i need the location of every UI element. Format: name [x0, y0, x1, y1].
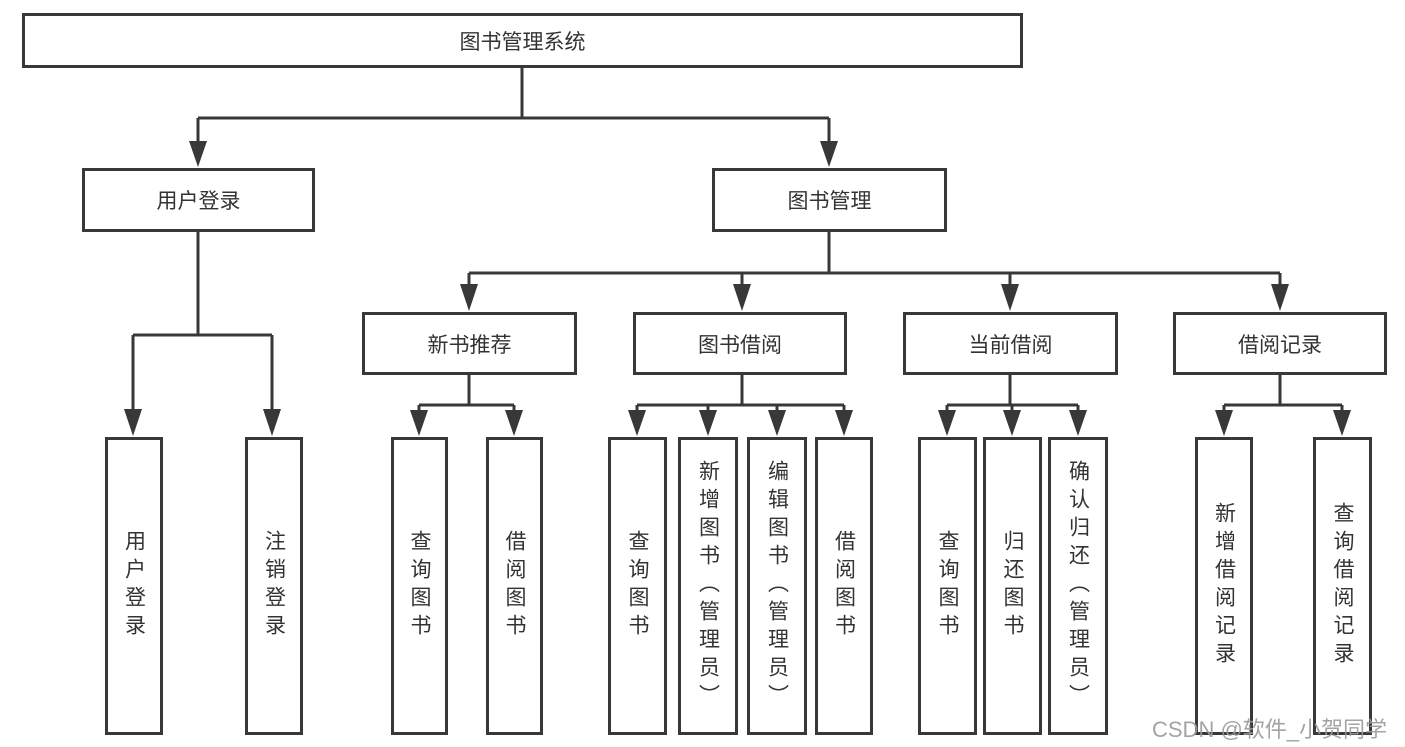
node-label: 新增借阅记录 — [1212, 502, 1236, 670]
leaf-edit-books-admin: 编辑图书（管理员） — [747, 437, 807, 735]
node-label: 查询借阅记录 — [1331, 502, 1354, 670]
node-label: 图书借阅 — [698, 333, 782, 357]
node-label: 图书管理 — [787, 190, 872, 213]
node-new-book-recommend: 新书推荐 — [362, 312, 577, 375]
node-label: 图书管理系统 — [459, 30, 586, 54]
node-label: 借阅图书 — [832, 530, 856, 642]
node-label: 新书推荐 — [427, 333, 512, 357]
node-label: 注销登录 — [262, 530, 286, 642]
leaf-query-borrow-record: 查询借阅记录 — [1313, 437, 1372, 735]
node-book-management: 图书管理 — [712, 168, 947, 232]
node-label: 用户登录 — [122, 530, 146, 642]
leaf-query-books-recommend: 查询图书 — [391, 437, 448, 735]
leaf-user-login: 用户登录 — [105, 437, 163, 735]
leaf-confirm-return-admin: 确认归还（管理员） — [1048, 437, 1108, 735]
leaf-return-books: 归还图书 — [983, 437, 1042, 735]
node-label: 查询图书 — [626, 530, 649, 642]
csdn-watermark: CSDN @软件_小贺同学 — [1152, 717, 1388, 742]
leaf-query-books-current: 查询图书 — [918, 437, 977, 735]
node-library-management-system: 图书管理系统 — [22, 13, 1023, 68]
node-label: 查询图书 — [936, 530, 959, 642]
leaf-add-borrow-record: 新增借阅记录 — [1195, 437, 1253, 735]
node-label: 新增图书（管理员） — [696, 460, 720, 712]
leaf-logout: 注销登录 — [245, 437, 303, 735]
leaf-query-books-borrowing: 查询图书 — [608, 437, 667, 735]
leaf-borrow-books-recommend: 借阅图书 — [486, 437, 543, 735]
node-label: 确认归还（管理员） — [1066, 460, 1090, 712]
node-label: 借阅图书 — [503, 530, 526, 642]
leaf-add-books-admin: 新增图书（管理员） — [678, 437, 738, 735]
node-label: 归还图书 — [1001, 530, 1024, 642]
node-label: 用户登录 — [156, 190, 241, 213]
node-label: 编辑图书（管理员） — [765, 460, 789, 712]
node-user-login: 用户登录 — [82, 168, 315, 232]
node-label: 查询图书 — [408, 530, 431, 642]
node-borrow-records: 借阅记录 — [1173, 312, 1387, 375]
node-book-borrowing: 图书借阅 — [633, 312, 847, 375]
leaf-borrow-books: 借阅图书 — [815, 437, 873, 735]
node-current-borrowing: 当前借阅 — [903, 312, 1118, 375]
node-label: 借阅记录 — [1238, 333, 1322, 357]
node-label: 当前借阅 — [968, 333, 1053, 357]
